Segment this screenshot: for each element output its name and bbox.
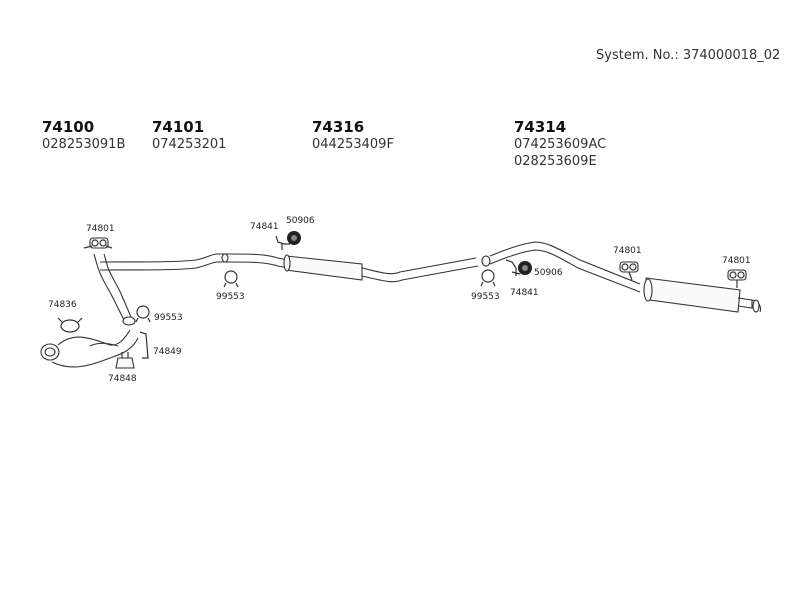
oem-number: 028253609E: [514, 154, 597, 169]
part-group-74101: 74101 074253201: [152, 118, 226, 153]
callout-50906-a: 50906: [286, 216, 315, 226]
rear-section-74314: [489, 241, 762, 313]
clamp-99553-mid: [223, 270, 239, 288]
clamp-99553-rear: [480, 269, 496, 287]
callout-74836: 74836: [48, 300, 77, 310]
intermediate-pipe-74101: [99, 253, 289, 271]
bracket-74849: [139, 331, 149, 359]
mount-74848: [115, 352, 135, 369]
part-group-74100: 74100 028253091B: [42, 118, 125, 153]
oem-number: 074253609AC: [514, 137, 607, 152]
callout-74841-b: 74841: [510, 288, 539, 298]
part-group-74316: 74316 044253409F: [312, 118, 394, 153]
clamp-99553-front: [135, 305, 151, 323]
callout-74848: 74848: [108, 374, 137, 384]
ring-50906-b: [518, 261, 532, 275]
ring-50906-a: [287, 231, 301, 245]
bracket-74841-b: [505, 259, 521, 276]
callout-74801-front: 74801: [86, 224, 115, 234]
part-number: 74100: [42, 118, 95, 136]
oem-number: 028253091B: [42, 137, 126, 152]
callout-74849: 74849: [153, 347, 182, 357]
callout-50906-b: 50906: [534, 268, 563, 278]
part-group-74314: 74314 074253609AC 028253609E: [514, 118, 606, 170]
front-pipe-74100: [40, 253, 139, 368]
part-number: 74314: [514, 118, 567, 136]
callout-74801-rear-a: 74801: [613, 246, 642, 256]
center-muffler-74316: [283, 254, 491, 283]
hanger-74801-front: [83, 237, 113, 249]
callout-74841-a: 74841: [250, 222, 279, 232]
oem-number: 074253201: [152, 137, 227, 152]
system-number: System. No.: 374000018_02: [596, 48, 781, 63]
callout-74801-rear-b: 74801: [722, 256, 751, 266]
callout-99553-mid: 99553: [216, 292, 245, 302]
hanger-74801-rear-a: [619, 261, 639, 281]
oem-number: 044253409F: [312, 137, 394, 152]
clamp-74836: [57, 317, 83, 333]
part-number: 74101: [152, 118, 205, 136]
callout-99553-rear: 99553: [471, 292, 500, 302]
callout-99553-front: 99553: [154, 313, 183, 323]
hanger-74801-rear-b: [727, 269, 747, 288]
part-number: 74316: [312, 118, 365, 136]
bracket-74841-a: [275, 235, 290, 250]
